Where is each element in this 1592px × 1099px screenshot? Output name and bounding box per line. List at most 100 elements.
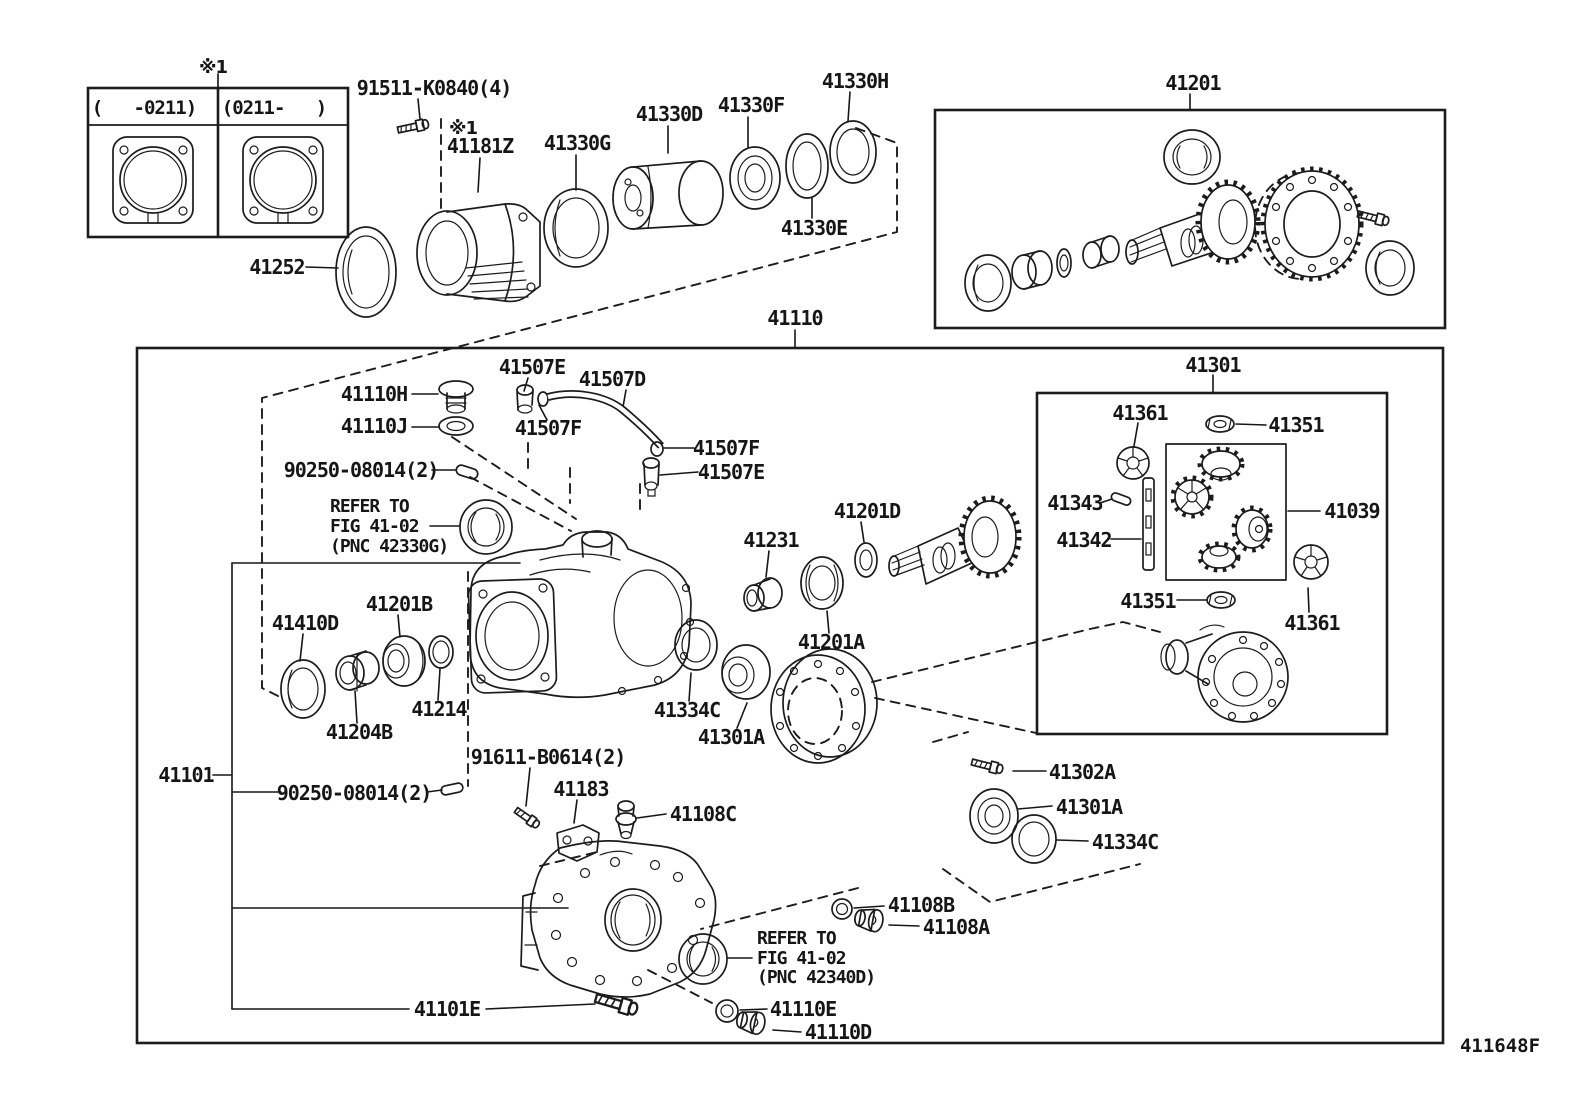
leader-lines	[212, 91, 1321, 1033]
labels: ※1 ( -0211) (0211- ) 41252 91511-K0840(4…	[92, 57, 1540, 1057]
part-label-91511[interactable]: 91511-K0840(4)	[357, 76, 513, 100]
part-label-41330G[interactable]: 41330G	[544, 131, 612, 155]
group-label-41301[interactable]: 41301	[1185, 353, 1242, 377]
part-label-41110D[interactable]: 41110D	[805, 1020, 873, 1044]
part-41110H-breather	[438, 380, 474, 414]
part-41108C-plug	[615, 800, 637, 840]
part-label-41507E-a[interactable]: 41507E	[499, 355, 566, 379]
part-41252-seal	[335, 226, 397, 318]
part-41410D-seal	[280, 659, 326, 719]
part-41302A-bolt	[970, 758, 1004, 775]
refer-note2-line1: REFER TO	[757, 928, 837, 949]
refer-note1-line3: (PNC 42330G)	[330, 536, 448, 557]
table-col-right: (0211- )	[222, 97, 326, 119]
part-label-41110H[interactable]: 41110H	[341, 382, 408, 406]
part-label-41351-b[interactable]: 41351	[1120, 589, 1177, 613]
refer-note1-line1: REFER TO	[330, 496, 410, 517]
cover-housing-drawing	[520, 840, 717, 998]
part-label-41108B[interactable]: 41108B	[888, 893, 956, 917]
part-label-41330D[interactable]: 41330D	[636, 102, 704, 126]
part-41201B-bearing	[382, 635, 426, 687]
part-42340D-seal	[678, 933, 728, 985]
refer-note2-line3: (PNC 42340D)	[757, 967, 875, 988]
part-label-41330H[interactable]: 41330H	[822, 69, 889, 93]
part-label-41110E[interactable]: 41110E	[770, 997, 837, 1021]
part-label-41410D[interactable]: 41410D	[272, 611, 340, 635]
part-label-41343[interactable]: 41343	[1047, 491, 1103, 515]
part-label-41108A[interactable]: 41108A	[923, 915, 991, 939]
part-label-41214[interactable]: 41214	[411, 697, 468, 721]
refer-note2-line2: FIG 41-02	[757, 948, 846, 969]
part-label-41330E[interactable]: 41330E	[781, 216, 848, 240]
part-label-41204B[interactable]: 41204B	[326, 720, 394, 744]
part-label-41201D[interactable]: 41201D	[834, 499, 902, 523]
part-41181Z-retainer	[416, 203, 541, 303]
part-41201A-bearing	[800, 556, 844, 610]
assembly-box-41039	[1165, 443, 1287, 581]
part-41110D-plug	[735, 1011, 766, 1036]
footnote-symbol-mid: ※1	[449, 118, 477, 139]
part-label-41361-b[interactable]: 41361	[1284, 611, 1341, 635]
carrier-housing-drawing	[467, 530, 695, 699]
part-label-41507F-a[interactable]: 41507F	[515, 416, 582, 440]
part-label-41361-t[interactable]: 41361	[1112, 401, 1169, 425]
part-label-41039[interactable]: 41039	[1324, 499, 1380, 523]
part-label-41201B[interactable]: 41201B	[366, 592, 434, 616]
part-42330G-seal	[459, 499, 513, 555]
group-label-41110[interactable]: 41110	[767, 306, 823, 330]
footnote-symbol-top: ※1	[199, 57, 227, 78]
part-41351-washer-bottom	[1206, 591, 1236, 609]
dashed-group-lines	[261, 118, 1161, 1004]
part-label-41330F[interactable]: 41330F	[718, 93, 785, 117]
part-label-41342[interactable]: 41342	[1056, 528, 1112, 552]
part-label-41183[interactable]: 41183	[553, 777, 609, 801]
part-label-41101E[interactable]: 41101E	[414, 997, 481, 1021]
part-41330G-race	[543, 188, 609, 268]
part-41039-gear-set	[1170, 446, 1273, 573]
part-41342-shaft	[1142, 477, 1155, 571]
part-label-41301A-l[interactable]: 41301A	[698, 725, 766, 749]
part-41110E-gasket	[715, 999, 739, 1023]
part-label-41201A[interactable]: 41201A	[798, 630, 866, 654]
refer-note1-line2: FIG 41-02	[330, 516, 419, 537]
part-label-41110J[interactable]: 41110J	[341, 414, 408, 438]
part-41214-race	[428, 635, 454, 669]
part-41301A-bearing-right	[969, 788, 1019, 844]
group-label-41101[interactable]: 41101	[158, 763, 215, 787]
part-label-41252[interactable]: 41252	[249, 255, 305, 279]
part-90250-pin-lower	[440, 782, 464, 796]
gasket-drawing-late	[242, 136, 324, 224]
part-label-41301A-r[interactable]: 41301A	[1056, 795, 1124, 819]
assembly-box-41301	[1035, 391, 1389, 736]
part-41110J-washer	[438, 416, 474, 436]
part-41201D-washer	[854, 542, 878, 578]
part-90250-pin-upper	[455, 464, 479, 480]
part-label-90250-a[interactable]: 90250-08014(2)	[284, 458, 440, 482]
part-91511-bolt	[396, 118, 430, 134]
part-label-41231[interactable]: 41231	[743, 528, 800, 552]
part-label-90250-b[interactable]: 90250-08014(2)	[277, 781, 433, 805]
part-label-41108C[interactable]: 41108C	[670, 802, 737, 826]
group-label-41201[interactable]: 41201	[1165, 71, 1222, 95]
part-41351-washer-top	[1205, 415, 1235, 433]
part-label-41351-t[interactable]: 41351	[1268, 413, 1325, 437]
part-label-41302A[interactable]: 41302A	[1049, 760, 1117, 784]
part-label-41507D[interactable]: 41507D	[579, 367, 647, 391]
part-41231-spacer	[743, 577, 783, 612]
part-41108B-gasket	[831, 898, 853, 920]
part-diff-case-drawing	[1160, 624, 1289, 723]
part-label-41507E-b[interactable]: 41507E	[698, 460, 765, 484]
part-41343-pin	[1110, 492, 1132, 506]
part-41330F-bearing	[729, 146, 781, 210]
part-label-41507F-b[interactable]: 41507F	[693, 436, 760, 460]
variant-table	[86, 73, 350, 239]
part-label-41334C-r[interactable]: 41334C	[1092, 830, 1159, 854]
part-41330D-case	[612, 160, 724, 230]
part-label-91611[interactable]: 91611-B0614(2)	[471, 745, 627, 769]
part-label-41334C-l[interactable]: 41334C	[654, 698, 721, 722]
part-label-41181Z[interactable]: 41181Z	[447, 134, 515, 158]
part-91611-bolt	[513, 806, 541, 829]
part-41101E-bolt	[593, 992, 639, 1016]
part-ring-gear-flange	[770, 648, 878, 764]
